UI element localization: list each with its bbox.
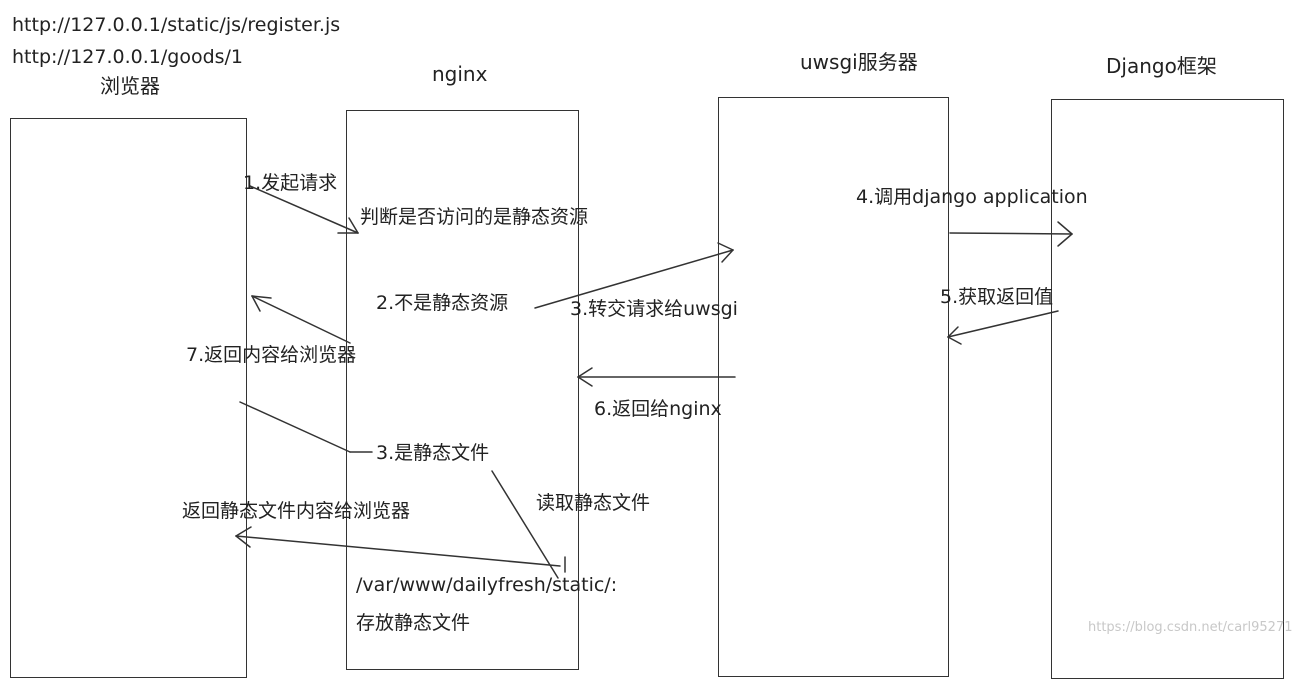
arrow-read-static: [491, 470, 559, 579]
arrow-call-django: [949, 221, 1073, 247]
arrow-return-static: [235, 526, 566, 573]
arrow-return-value: [947, 310, 1059, 345]
static-url-text: http://127.0.0.1/static/js/register.js: [12, 14, 341, 36]
arrows-layer: [235, 185, 1073, 579]
step7-label: 7.返回内容给浏览器: [186, 344, 357, 366]
step4-label: 4.调用django application: [856, 186, 1088, 208]
dynamic-url-text: http://127.0.0.1/goods/1: [12, 46, 244, 68]
nginx-title: nginx: [432, 62, 488, 86]
django-title: Django框架: [1106, 54, 1217, 78]
static-path-label: /var/www/dailyfresh/static/:: [356, 574, 618, 596]
uwsgi-title: uwsgi服务器: [800, 50, 918, 74]
step3-static-label: 3.是静态文件: [376, 442, 490, 464]
step3-forward-label: 3.转交请求给uwsgi: [570, 298, 738, 320]
arrow-static-request: [239, 401, 373, 453]
step5-label: 5.获取返回值: [940, 286, 1054, 308]
watermark: https://blog.csdn.net/carl95271: [1088, 620, 1293, 635]
browser-title: 浏览器: [100, 74, 160, 98]
step6-label: 6.返回给nginx: [594, 398, 722, 420]
static-store-label: 存放静态文件: [356, 612, 471, 634]
read-static-label: 读取静态文件: [536, 492, 651, 514]
judge-static-label: 判断是否访问的是静态资源: [360, 206, 589, 228]
step2-label: 2.不是静态资源: [376, 292, 509, 314]
arrow-return-nginx: [577, 367, 736, 387]
step1-label: 1.发起请求: [243, 172, 338, 194]
arrow-return-browser: [251, 295, 351, 344]
return-static-label: 返回静态文件内容给浏览器: [182, 500, 411, 522]
arrow-forward-uwsgi: [534, 242, 734, 309]
arrow-request: [249, 185, 359, 234]
